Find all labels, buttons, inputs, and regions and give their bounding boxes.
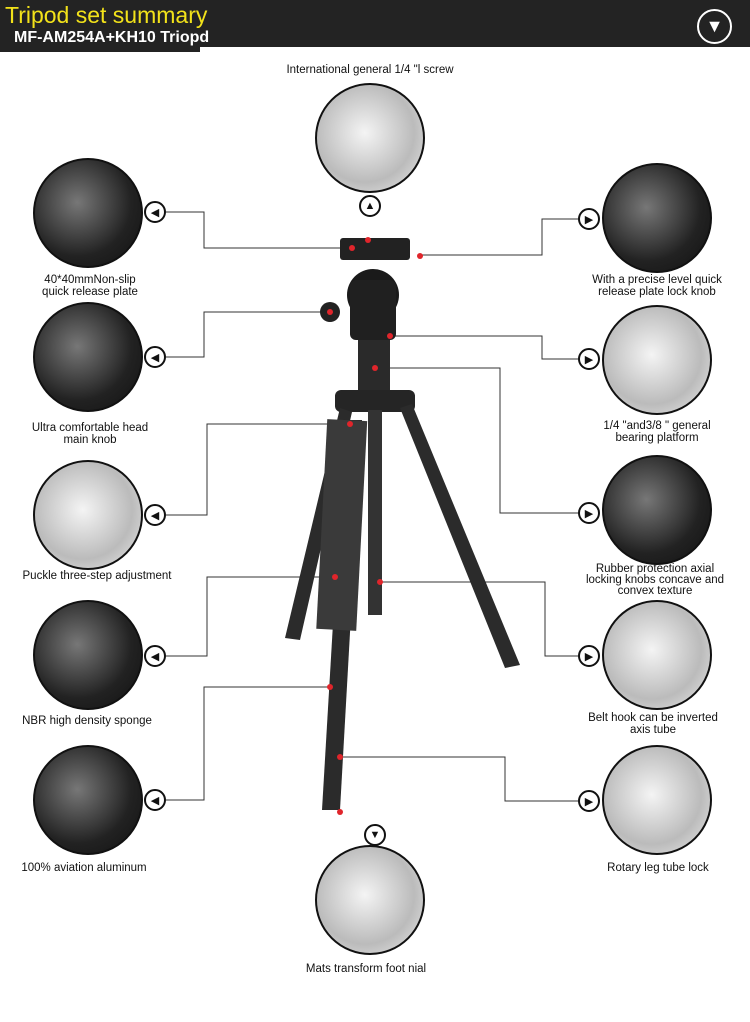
callout-label-left: 100% aviation aluminum <box>21 862 147 874</box>
callout-label-left: NBR high density sponge <box>22 715 152 727</box>
header-notch <box>200 47 750 53</box>
chevron-right-icon: ▶ <box>578 502 600 524</box>
locking-knob-photo <box>602 455 712 565</box>
chevron-right-icon: ▶ <box>578 348 600 370</box>
chevron-left-icon: ◀ <box>144 201 166 223</box>
callout-label-top: International general 1/4 "l screw <box>286 64 454 76</box>
connector-lines <box>166 211 579 802</box>
chevron-right-icon: ▶ <box>578 645 600 667</box>
level-knob-photo <box>602 163 712 273</box>
chevron-left-icon: ◀ <box>144 504 166 526</box>
chevron-right-icon: ▶ <box>578 790 600 812</box>
chevron-left-icon: ◀ <box>144 645 166 667</box>
tripod-image <box>285 238 520 810</box>
callout-label-left: Puckle three-step adjustment <box>22 570 172 582</box>
page-title: Tripod set summary <box>5 2 208 28</box>
chevron-right-icon: ▶ <box>578 208 600 230</box>
callout-label-bottom: Mats transform foot nial <box>305 963 427 975</box>
adjustment-photo <box>33 460 143 570</box>
aluminum-photo <box>33 745 143 855</box>
foot-spike-photo <box>315 845 425 955</box>
leg-lock-photo <box>602 745 712 855</box>
chevron-left-icon: ◀ <box>144 346 166 368</box>
chevron-down-circle-icon[interactable]: ▼ <box>697 9 732 44</box>
sponge-photo <box>33 600 143 710</box>
marker-dots <box>327 237 423 815</box>
callout-label-right: Rotary leg tube lock <box>607 862 709 874</box>
bearing-platform-photo <box>602 305 712 415</box>
product-model: MF-AM254A+KH10 Triopd <box>14 29 210 46</box>
belt-hook-photo <box>602 600 712 710</box>
header-bar <box>0 0 750 52</box>
screw-photo <box>315 83 425 193</box>
quick-release-plate-photo <box>33 158 143 268</box>
chevron-down-icon: ▼ <box>364 824 386 846</box>
head-knob-photo <box>33 302 143 412</box>
chevron-up-icon: ▲ <box>359 195 381 217</box>
chevron-left-icon: ◀ <box>144 789 166 811</box>
